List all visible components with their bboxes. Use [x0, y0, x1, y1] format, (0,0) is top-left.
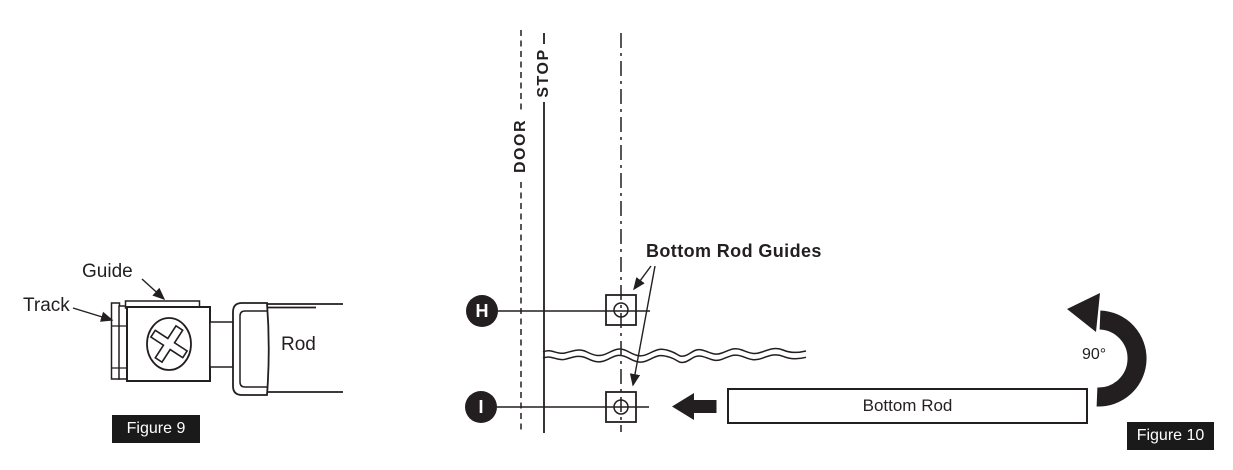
door-line-label: DOOR: [512, 119, 529, 173]
rod-label: Rod: [281, 334, 316, 355]
track-shape: [110, 302, 129, 380]
marker-h-badge: H: [466, 295, 498, 327]
guide-leader-arrow: [141, 278, 166, 301]
bottom-rod-shape: [727, 388, 1088, 424]
track-leader-arrow: [72, 307, 114, 322]
rotation-degree-label: 90°: [1082, 346, 1107, 363]
bottom-rod-guide: [605, 391, 637, 423]
marker-i-badge: I: [465, 391, 497, 423]
guide-shape: [124, 300, 211, 382]
bottom-rod-label: Bottom Rod: [862, 396, 953, 415]
figure10-caption: Figure 10: [1127, 422, 1214, 450]
top-rod-guide: [605, 294, 637, 326]
guides-leader-arrow-top: [633, 265, 652, 291]
bottom-rod-guides-label: Bottom Rod Guides: [646, 241, 822, 261]
left-arrow-icon: [672, 393, 717, 420]
figure9-caption: Figure 9: [112, 415, 200, 443]
stop-line-label: STOP: [535, 48, 552, 98]
guide-label: Guide: [82, 261, 133, 282]
rod-shape: [209, 302, 343, 396]
break-line: [542, 347, 807, 364]
figure9-assembly: [72, 278, 343, 396]
track-label: Track: [23, 295, 70, 316]
figure10-diagram: [497, 30, 1147, 433]
guides-leader-arrow-bottom: [629, 265, 656, 387]
phillips-screw-icon: [149, 324, 189, 364]
rotate-90-arrow-icon: [1067, 293, 1147, 407]
